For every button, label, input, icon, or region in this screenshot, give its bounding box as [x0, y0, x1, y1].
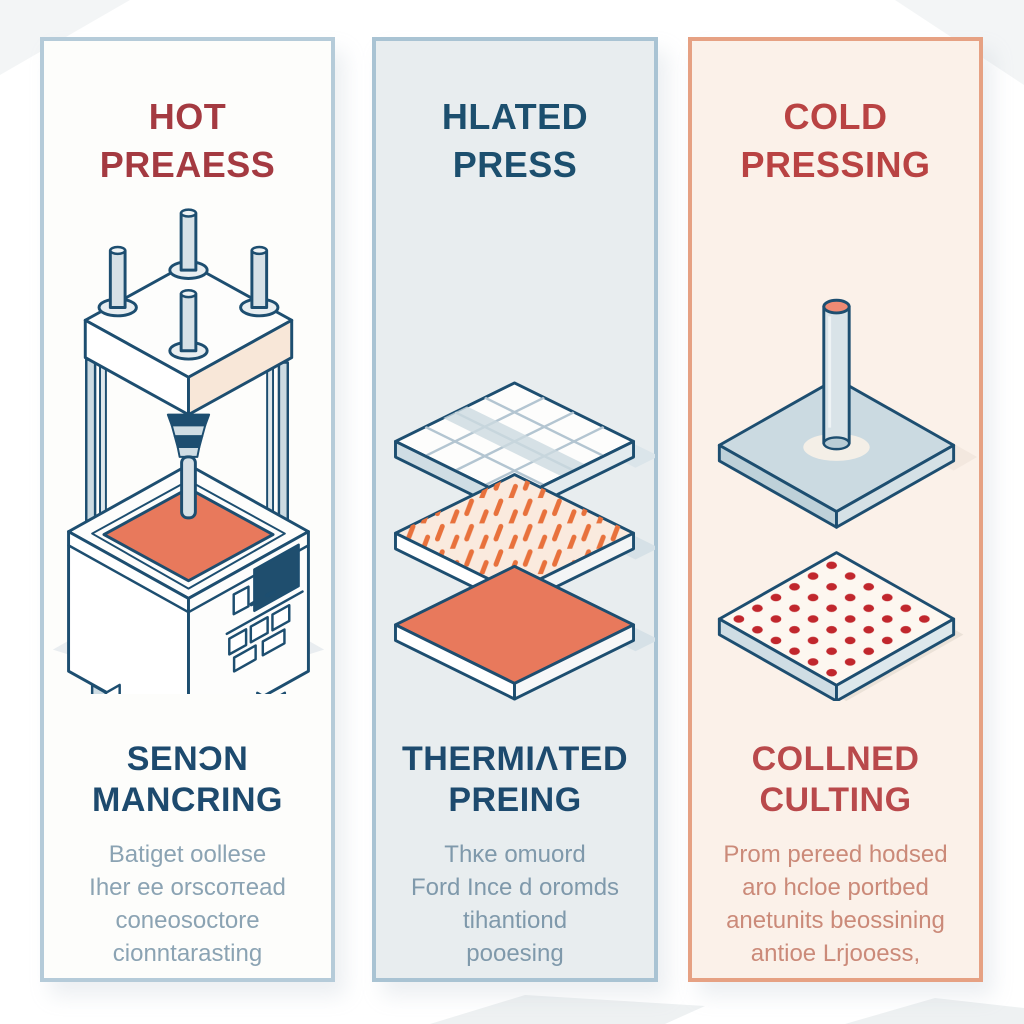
panel-title: HOT PREAESS: [99, 96, 276, 185]
hot-press-machine-illustration: [52, 208, 324, 694]
bottom-shade: [845, 998, 1024, 1024]
panel-cold-press: COLD PRESSING: [688, 37, 983, 982]
panel-hot-press: HOT PREAESS: [40, 37, 335, 982]
panel-heading: THERMIΛTED PREING: [402, 740, 628, 820]
panel-body-text: Thᴋe omuord Ford Ince d oromds tihantion…: [410, 841, 620, 968]
guide-posts: [97, 208, 279, 361]
panel-body-text: Batiget oollese Iher ee orscoπead coneos…: [89, 841, 286, 968]
panel-heading: SENƆN MANCRING: [92, 740, 283, 820]
panel-screen: [252, 543, 300, 613]
cold-press-plates-illustration: [717, 298, 977, 701]
dotted-plate: [717, 551, 955, 701]
hot-plate: [101, 486, 275, 583]
panel-body-text: Prom pereed hodsed aro hcloe portbed ane…: [723, 841, 948, 968]
press-ram: [166, 413, 210, 520]
grid-layer: [394, 381, 655, 518]
panel-heated-press: HLATED PRESS: [372, 37, 658, 982]
bottom-shade: [430, 995, 705, 1024]
panel-heading: COLLNED CULTING: [751, 740, 920, 820]
core-layer: [394, 564, 655, 701]
panel-title: HLATED PRESS: [441, 96, 589, 185]
machine-feet: [90, 683, 286, 694]
press-base: [66, 463, 310, 694]
laminated-layers-illustration: [394, 381, 655, 701]
press-rod: [821, 298, 851, 451]
control-panel: [225, 543, 304, 673]
panel-title: COLD PRESSING: [740, 96, 931, 185]
